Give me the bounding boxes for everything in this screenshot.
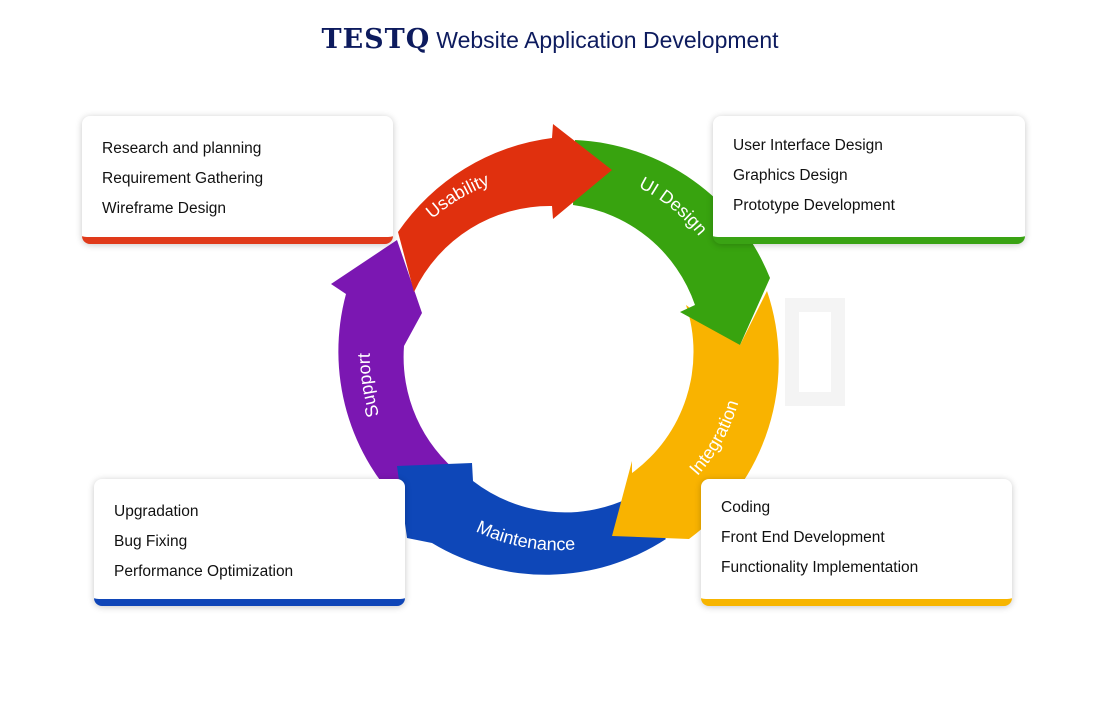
card-ui-design: User Interface Design Graphics Design Pr… — [713, 116, 1025, 244]
card-item: Wireframe Design — [102, 200, 227, 217]
card-item: Coding — [721, 499, 771, 516]
card-item: Front End Development — [721, 529, 885, 546]
card-usability: Research and planning Requirement Gather… — [82, 116, 393, 244]
card-item: Functionality Implementation — [721, 559, 919, 576]
card-item: Requirement Gathering — [102, 170, 264, 187]
card-item: Graphics Design — [733, 167, 848, 184]
arrow-usability — [398, 124, 612, 292]
card-item: Performance Optimization — [114, 563, 294, 580]
arrow-integration — [612, 291, 779, 539]
card-integration: Coding Front End Development Functionali… — [701, 479, 1012, 606]
card-item: Research and planning — [102, 140, 262, 157]
card-item: User Interface Design — [733, 137, 883, 154]
arrow-ui-design — [573, 140, 770, 345]
arrow-maintenance — [397, 463, 666, 575]
arrow-support — [331, 240, 461, 512]
card-item: Upgradation — [114, 503, 199, 520]
title-text: Website Application Development — [436, 27, 779, 53]
card-item: Prototype Development — [733, 197, 895, 214]
card-maintenance: Upgradation Bug Fixing Performance Optim… — [94, 479, 405, 606]
card-item: Bug Fixing — [114, 533, 188, 550]
watermark-logo — [785, 298, 845, 406]
brand-name: TESTQ — [321, 24, 431, 55]
